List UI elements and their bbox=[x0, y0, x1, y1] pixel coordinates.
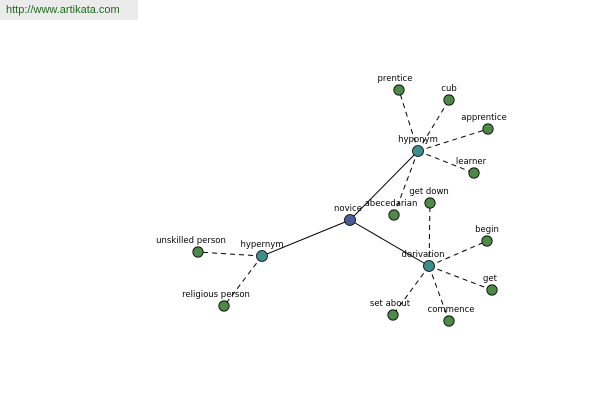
node-apprentice[interactable]: apprentice bbox=[461, 113, 507, 135]
node-get-down[interactable]: get down bbox=[409, 187, 449, 209]
edge-derivation-get-down bbox=[428, 202, 431, 267]
node-learner[interactable]: learner bbox=[456, 157, 487, 179]
node-label-prentice[interactable]: prentice bbox=[378, 74, 413, 84]
node-derivation[interactable]: derivation bbox=[401, 250, 445, 272]
node-circle-unskilled-person[interactable] bbox=[192, 246, 204, 258]
url-banner[interactable]: http://www.artikata.com bbox=[0, 0, 138, 20]
node-circle-commence[interactable] bbox=[443, 315, 455, 327]
node-circle-religious-person[interactable] bbox=[218, 300, 230, 312]
node-commence[interactable]: commence bbox=[428, 305, 475, 327]
node-label-set-about[interactable]: set about bbox=[370, 299, 411, 309]
edge-derivation-begin bbox=[428, 240, 488, 267]
node-label-apprentice[interactable]: apprentice bbox=[461, 113, 507, 123]
node-circle-derivation[interactable] bbox=[423, 260, 435, 272]
node-religious-person[interactable]: religious person bbox=[182, 290, 250, 312]
node-circle-abecedarian[interactable] bbox=[388, 209, 400, 221]
node-get[interactable]: get bbox=[483, 274, 498, 296]
edge-hyponym-prentice bbox=[398, 89, 419, 152]
edge-hyponym-abecedarian bbox=[393, 150, 419, 216]
edge-hypernym-religious-person bbox=[223, 255, 263, 307]
node-set-about[interactable]: set about bbox=[370, 299, 411, 321]
node-label-learner[interactable]: learner bbox=[456, 157, 487, 167]
edge-novice-hyponym bbox=[349, 150, 419, 221]
node-novice[interactable]: novice bbox=[334, 204, 362, 226]
node-circle-cub[interactable] bbox=[443, 94, 455, 106]
node-label-religious-person[interactable]: religious person bbox=[182, 290, 250, 300]
node-label-abecedarian[interactable]: abecedarian bbox=[365, 199, 418, 209]
node-circle-learner[interactable] bbox=[468, 167, 480, 179]
node-circle-hyponym[interactable] bbox=[412, 145, 424, 157]
edge-derivation-commence bbox=[428, 265, 450, 322]
node-abecedarian[interactable]: abecedarian bbox=[365, 199, 418, 221]
node-label-get[interactable]: get bbox=[483, 274, 498, 284]
node-circle-apprentice[interactable] bbox=[482, 123, 494, 135]
node-circle-get-down[interactable] bbox=[424, 197, 436, 209]
edge-derivation-set-about bbox=[392, 265, 430, 316]
node-label-unskilled-person[interactable]: unskilled person bbox=[156, 236, 226, 246]
edge-novice-derivation bbox=[349, 219, 430, 267]
node-circle-hypernym[interactable] bbox=[256, 250, 268, 262]
edge-hyponym-learner bbox=[417, 150, 475, 174]
node-prentice[interactable]: prentice bbox=[378, 74, 413, 96]
node-label-commence[interactable]: commence bbox=[428, 305, 475, 315]
node-circle-get[interactable] bbox=[486, 284, 498, 296]
node-begin[interactable]: begin bbox=[475, 225, 499, 247]
node-label-derivation[interactable]: derivation bbox=[401, 250, 444, 260]
node-circle-begin[interactable] bbox=[481, 235, 493, 247]
edge-derivation-get bbox=[428, 265, 493, 291]
node-cub[interactable]: cub bbox=[441, 84, 457, 106]
node-label-cub[interactable]: cub bbox=[441, 84, 456, 94]
node-hyponym[interactable]: hyponym bbox=[398, 135, 438, 157]
node-circle-set-about[interactable] bbox=[387, 309, 399, 321]
edge-novice-hypernym bbox=[261, 219, 351, 257]
graph-edges bbox=[197, 89, 493, 322]
url-text[interactable]: http://www.artikata.com bbox=[6, 4, 120, 16]
node-label-get-down[interactable]: get down bbox=[409, 187, 449, 197]
edge-hypernym-unskilled-person bbox=[197, 251, 263, 257]
node-circle-novice[interactable] bbox=[344, 214, 356, 226]
edge-hyponym-apprentice bbox=[417, 128, 489, 152]
edge-hyponym-cub bbox=[417, 99, 450, 152]
node-label-novice[interactable]: novice bbox=[334, 204, 362, 214]
node-label-begin[interactable]: begin bbox=[475, 225, 499, 235]
node-unskilled-person[interactable]: unskilled person bbox=[156, 236, 226, 258]
graph-nodes: novice hyponym hypernym derivation prentice c… bbox=[156, 74, 507, 327]
node-label-hypernym[interactable]: hypernym bbox=[240, 240, 283, 250]
node-circle-prentice[interactable] bbox=[393, 84, 405, 96]
node-hypernym[interactable]: hypernym bbox=[240, 240, 284, 262]
node-label-hyponym[interactable]: hyponym bbox=[398, 135, 438, 145]
